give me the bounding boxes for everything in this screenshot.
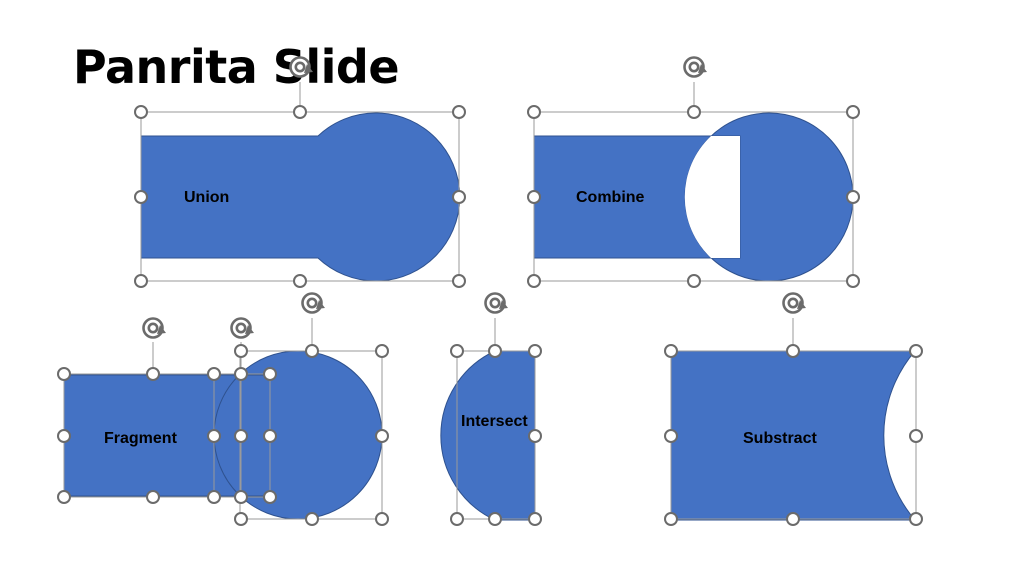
resize-handles-intersect[interactable] (450, 344, 542, 526)
union-shape[interactable]: Union (140, 112, 461, 282)
resize-handles-union[interactable] (134, 105, 466, 288)
resize-handles-fragment-left[interactable] (57, 367, 221, 504)
union-label: Union (184, 189, 229, 206)
fragment-label: Fragment (104, 430, 178, 447)
rotate-handle-substract[interactable] (782, 292, 808, 314)
resize-handles-combine[interactable] (527, 105, 860, 288)
rotate-handle-combine[interactable] (683, 56, 709, 78)
intersect-label: Intersect (461, 413, 528, 430)
substract-shape[interactable]: Substract (670, 350, 917, 521)
resize-handles-fragment-middle[interactable] (234, 344, 277, 504)
rotate-handle-union[interactable] (289, 56, 315, 78)
fragment-shape[interactable]: Fragment (63, 350, 383, 520)
rotate-handle-fragment-middle[interactable] (230, 317, 256, 339)
rotate-handle-intersect[interactable] (484, 292, 510, 314)
resize-handles-substract[interactable] (664, 344, 923, 526)
substract-label: Substract (743, 430, 817, 447)
rotate-handle-fragment-left[interactable] (142, 317, 168, 339)
rotate-handle-fragment-circle[interactable] (301, 292, 327, 314)
intersect-shape[interactable]: Intersect (440, 350, 536, 521)
slide-title[interactable]: Panrita Slide (73, 40, 400, 94)
combine-label: Combine (576, 189, 645, 206)
resize-handles-fragment-circle[interactable] (234, 344, 389, 526)
combine-shape[interactable]: Combine (533, 112, 854, 282)
